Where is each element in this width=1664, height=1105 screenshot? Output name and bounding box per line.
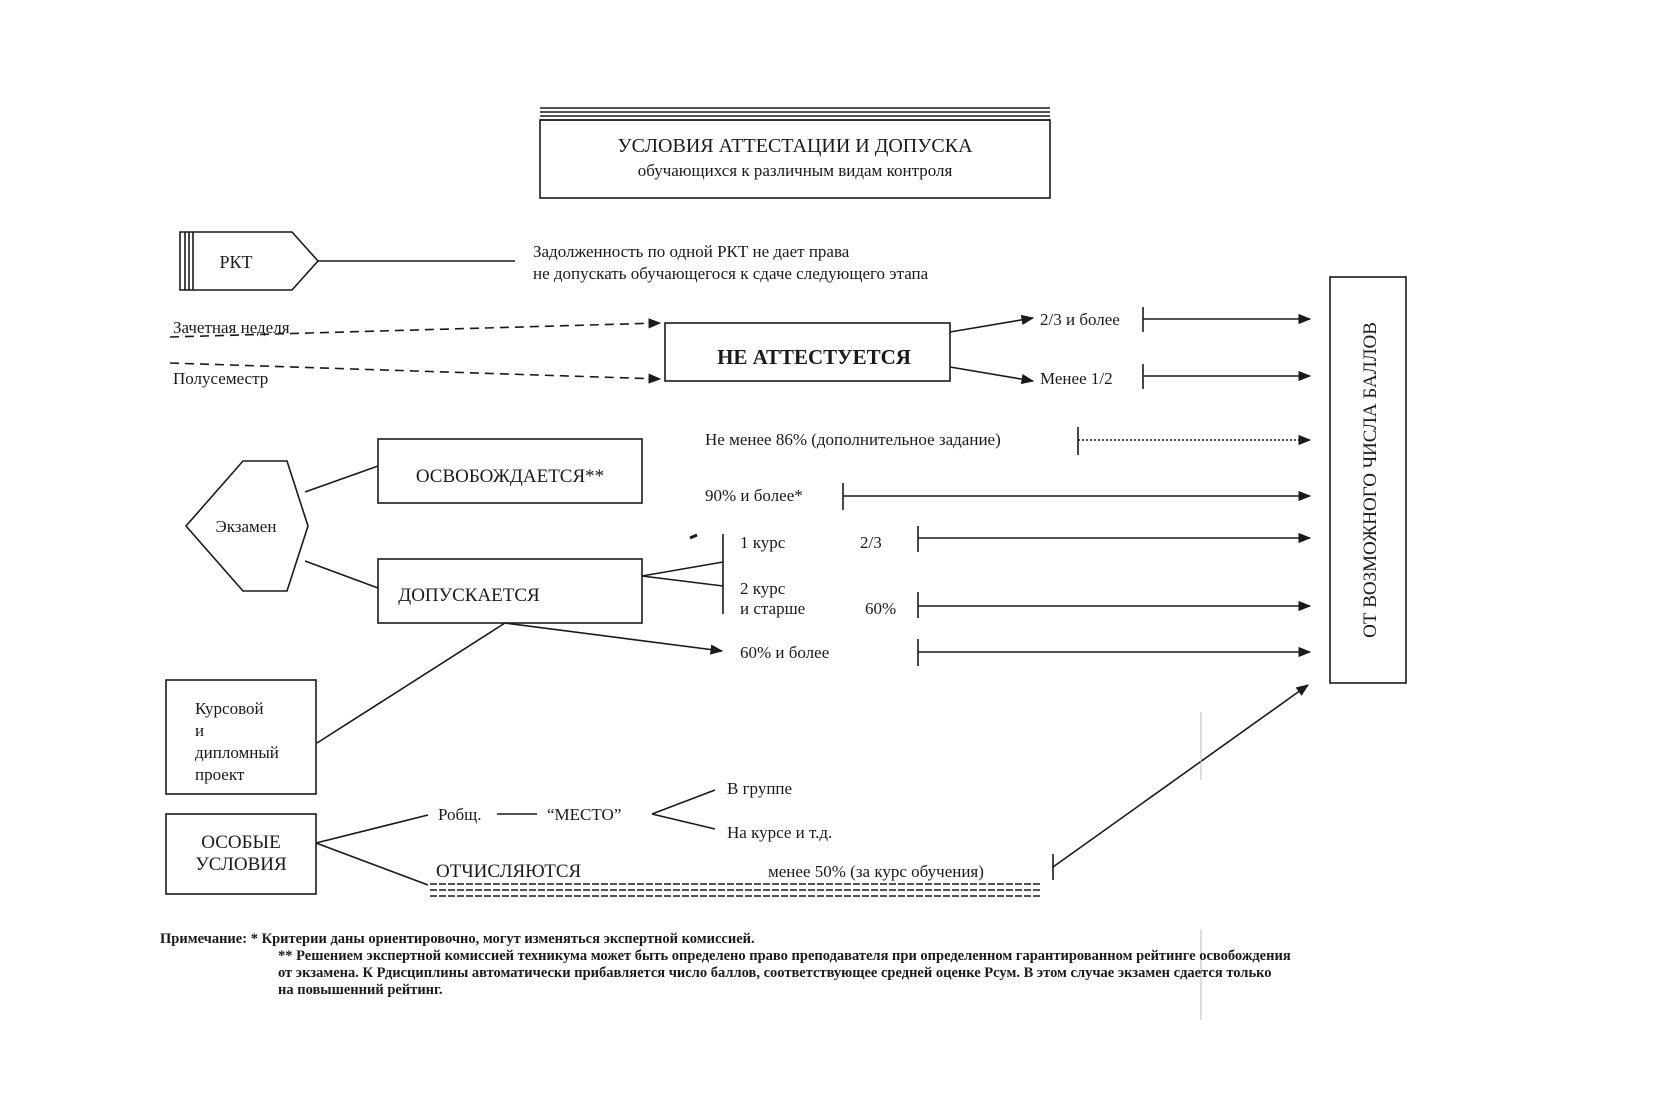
result-box bbox=[1329, 276, 1407, 684]
footnote-2-line2: от экзамена. К Рдисциплины автоматически… bbox=[278, 965, 1272, 981]
course1-label: 1 курс bbox=[740, 533, 786, 552]
expelled-label: ОТЧИСЛЯЮТСЯ bbox=[436, 861, 581, 882]
special-to-rtotal bbox=[315, 814, 429, 844]
exam-label: Экзамен bbox=[216, 517, 277, 536]
result-label: ОТ ВОЗМОЖНОГО ЧИСЛА БАЛЛОВ bbox=[1360, 322, 1381, 638]
exempt-box bbox=[377, 438, 643, 504]
half-semester-arrow bbox=[169, 362, 662, 384]
in-group-label: В группе bbox=[727, 779, 792, 798]
course1-value: 2/3 bbox=[860, 533, 882, 552]
in-course-label: На курсе и т.д. bbox=[727, 823, 832, 842]
footnote-star1: * Критерии даны ориентировочно, могут из… bbox=[250, 931, 755, 947]
exam-hexagon bbox=[184, 460, 309, 592]
rtotal-label: Робщ. bbox=[438, 805, 482, 824]
expelled-underline bbox=[430, 883, 1040, 897]
over-label: 2/3 и более bbox=[1040, 310, 1120, 329]
project-label-line3: дипломный bbox=[195, 743, 279, 762]
project-label-line2: и bbox=[195, 721, 204, 740]
footnote-prefix: Примечание: bbox=[160, 931, 248, 947]
exam-to-exempt bbox=[304, 465, 379, 493]
credit-week-arrow bbox=[169, 318, 662, 338]
exam-to-admitted bbox=[304, 560, 379, 589]
rkt-tag-shape bbox=[179, 231, 515, 291]
over-arrow bbox=[949, 314, 1035, 333]
half-semester-label: Полусеместр bbox=[173, 369, 268, 388]
footnotes: Примечание: * Критерии даны ориентировоч… bbox=[160, 931, 1410, 999]
rkt-label: РКТ bbox=[219, 252, 252, 272]
footnote-2-line3: на повышенний рейтинг. bbox=[278, 982, 443, 998]
place-to-course bbox=[651, 813, 716, 830]
not-attested-box bbox=[664, 322, 951, 382]
header-box bbox=[539, 107, 1051, 199]
expelled-to-result-arrow bbox=[1052, 684, 1310, 868]
header-subtitle: обучающихся к различным видам контроля bbox=[638, 161, 953, 180]
exempt-label: ОСВОБОЖДАЕТСЯ** bbox=[416, 466, 604, 487]
stray-mark bbox=[689, 533, 698, 540]
credit-week-label: Зачетная неделя bbox=[173, 318, 290, 337]
extra-task-label: Не менее 86% (дополнительное задание) bbox=[705, 430, 1001, 449]
rkt-note-line1: Задолженность по одной РКТ не дает права bbox=[533, 242, 850, 261]
admitted-to-course1 bbox=[641, 561, 724, 577]
project-label-line4: проект bbox=[195, 765, 245, 784]
special-label-line2: УСЛОВИЯ bbox=[195, 854, 287, 875]
place-to-group bbox=[651, 789, 716, 815]
project-label-line1: Курсовой bbox=[195, 699, 264, 718]
admitted-to-course2 bbox=[641, 575, 724, 587]
sixty-label: 60% и более bbox=[740, 643, 829, 662]
course2-label-line1: 2 курс bbox=[740, 579, 786, 598]
project-connector bbox=[316, 622, 506, 744]
under-label: Менее 1/2 bbox=[1040, 369, 1113, 388]
special-box bbox=[165, 813, 317, 895]
course2-value: 60% bbox=[865, 599, 896, 618]
footnote-1: Примечание: * Критерии даны ориентировоч… bbox=[160, 931, 1410, 948]
header-title: УСЛОВИЯ АТТЕСТАЦИИ И ДОПУСКА bbox=[617, 135, 973, 157]
under-arrow bbox=[949, 366, 1035, 385]
not-attested-label: НЕ АТТЕСТУЕТСЯ bbox=[717, 345, 911, 369]
special-label-line1: ОСОБЫЕ bbox=[201, 832, 280, 853]
project-box bbox=[165, 679, 317, 795]
ninety-label: 90% и более* bbox=[705, 486, 803, 505]
special-to-expelled bbox=[315, 842, 429, 886]
admitted-to-sixty-arrow bbox=[504, 622, 724, 655]
admitted-label: ДОПУСКАЕТСЯ bbox=[398, 585, 540, 606]
rkt-note-line2: не допускать обучающегося к сдаче следую… bbox=[533, 264, 929, 283]
course2-label-line2: и старше bbox=[740, 599, 805, 618]
expelled-condition: менее 50% (за курс обучения) bbox=[768, 862, 984, 881]
place-label: “МЕСТО” bbox=[547, 805, 621, 824]
footnote-2-line1: ** Решением экспертной комиссией технику… bbox=[278, 948, 1291, 964]
